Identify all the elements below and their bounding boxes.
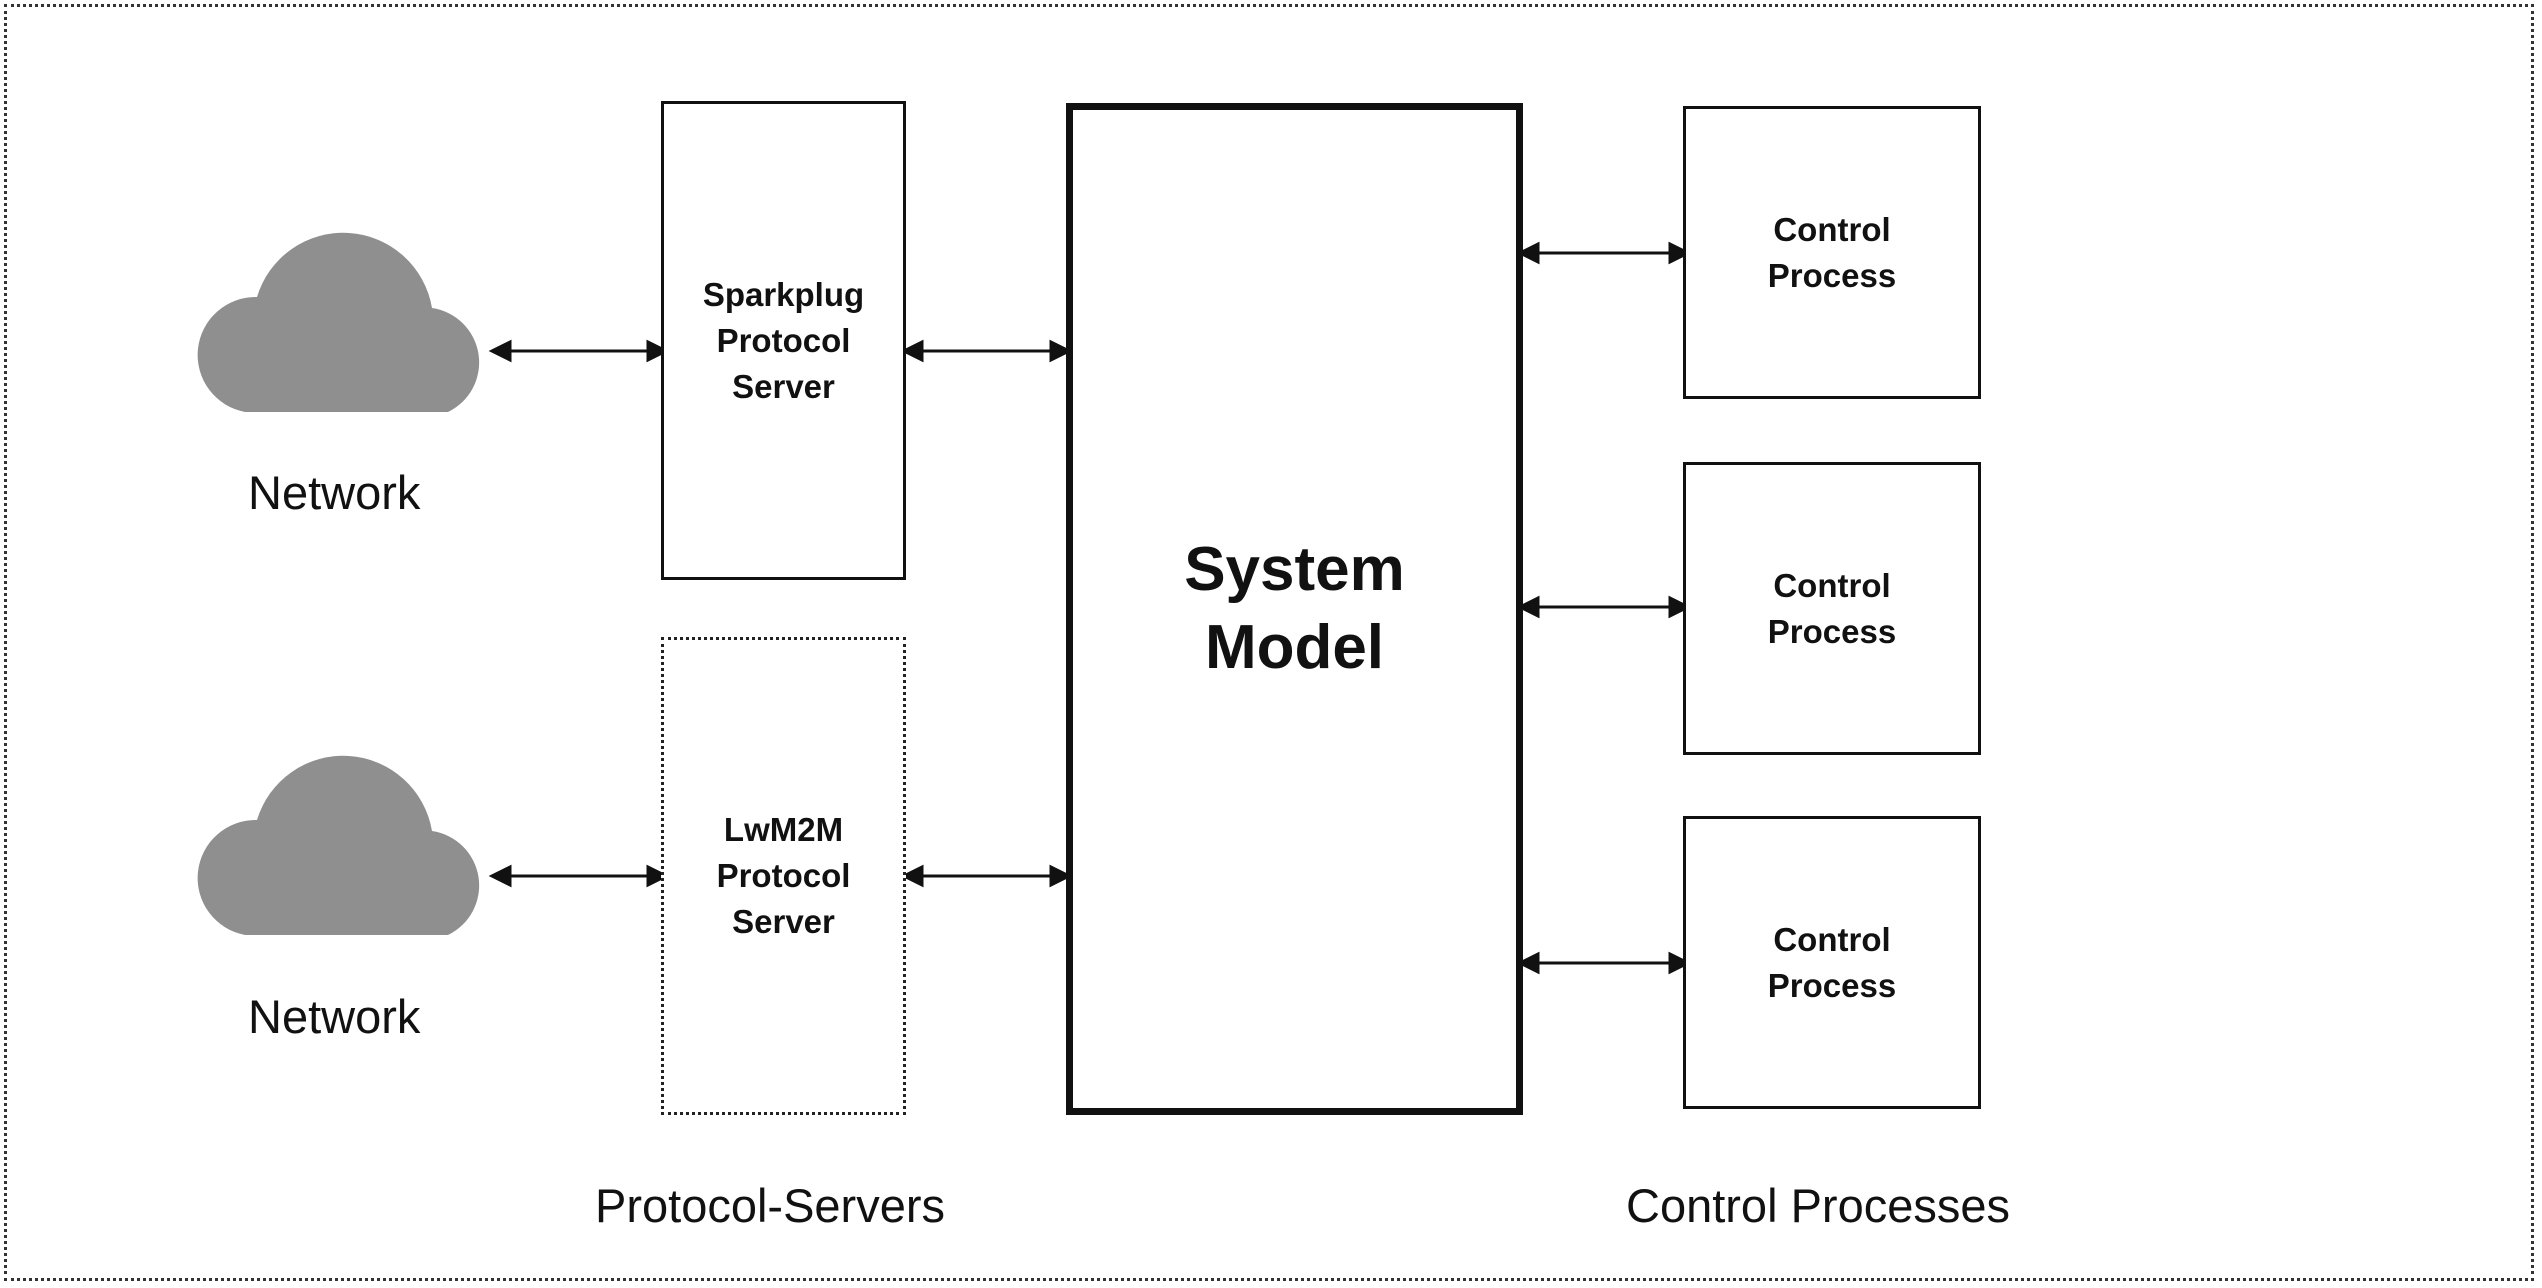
control-processes-caption: Control Processes [1626, 1179, 2010, 1232]
sparkplug-protocol-server-box: Sparkplug Protocol Server [661, 101, 906, 580]
control-process-box: Control Process [1683, 106, 1981, 399]
system-model-label-line: System [1184, 535, 1405, 604]
control-process-label-line: Control [1773, 920, 1891, 958]
lwm2m-protocol-server-box: LwM2M Protocol Server [661, 637, 906, 1115]
arrows [488, 241, 1692, 975]
system-model-box: System Model [1066, 103, 1523, 1115]
arrow-system-model-control-process-1 [1516, 241, 1692, 265]
arrow-system-model-control-process-3 [1516, 951, 1692, 975]
server-label-line: LwM2M [723, 811, 844, 848]
arrow-sparkplug-system-model [900, 339, 1073, 363]
diagram-frame [4, 4, 2534, 1281]
control-process-label-line: Process [1767, 966, 1897, 1004]
cloud-icon [197, 755, 480, 935]
arrow-lwm2m-system-model [900, 864, 1073, 888]
server-label-line: Protocol [716, 321, 851, 359]
server-label-line: Server [732, 903, 835, 940]
arrow-system-model-control-process-2 [1516, 595, 1692, 619]
system-model-label-line: Model [1204, 613, 1385, 682]
cloud-icon [197, 232, 480, 412]
network-label: Network [248, 466, 421, 519]
control-process-label-line: Control [1773, 210, 1891, 248]
arrow-network1-sparkplug [488, 339, 670, 363]
arrow-network2-lwm2m [488, 864, 670, 888]
control-process-label-line: Process [1767, 256, 1897, 294]
control-process-box: Control Process [1683, 816, 1981, 1109]
server-label-line: Sparkplug [702, 275, 865, 313]
network-label: Network [248, 990, 421, 1043]
control-process-label-line: Control [1773, 566, 1891, 604]
control-process-box: Control Process [1683, 462, 1981, 755]
protocol-servers-caption: Protocol-Servers [595, 1179, 945, 1232]
server-label-line: Server [732, 367, 835, 405]
control-process-label-line: Process [1767, 612, 1897, 650]
server-label-line: Protocol [716, 857, 851, 894]
